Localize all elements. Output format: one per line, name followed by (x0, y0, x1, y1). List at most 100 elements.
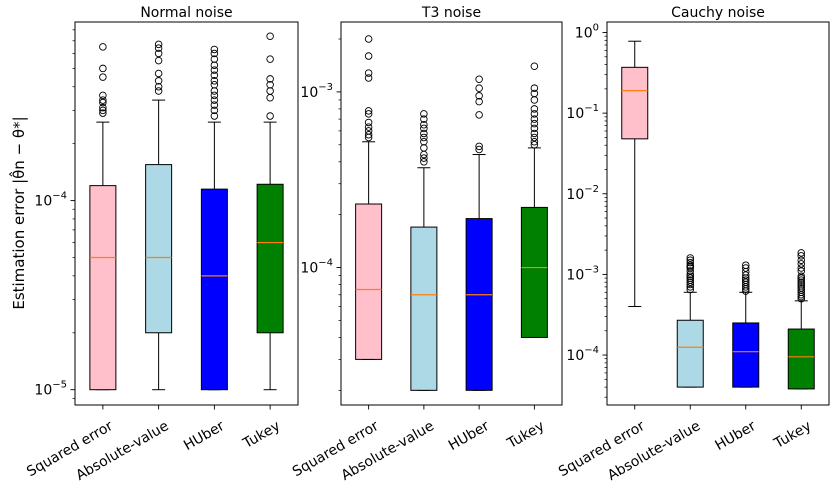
outlier-point (364, 110, 373, 118)
outlier-point (99, 64, 107, 73)
x-tick-label: Tukey (504, 418, 547, 452)
outlier-point (475, 142, 483, 151)
outlier-point (364, 118, 373, 127)
y-axis-label-text: Estimation error |θ̂n − θ*| (8, 116, 28, 309)
outlier-point (210, 96, 219, 104)
outlier-point (154, 40, 163, 49)
outlier-point (210, 106, 219, 115)
box-absolute-value (145, 40, 173, 391)
box-body (355, 203, 383, 360)
outlier-point (210, 101, 219, 109)
outlier-point (475, 92, 483, 100)
outlier-point (99, 91, 107, 100)
outlier-point (797, 260, 806, 268)
outlier-point (420, 115, 428, 123)
outlier-point (797, 272, 806, 280)
y-tick-label: 10−4 (566, 345, 599, 364)
y-tick-label: 10−2 (566, 184, 599, 203)
outlier-point (154, 56, 163, 65)
outlier-point (530, 129, 539, 138)
outlier-point (210, 80, 219, 89)
outlier-point (686, 254, 695, 262)
outlier-point (475, 75, 483, 84)
outlier-point (99, 106, 107, 115)
outlier-point (99, 73, 107, 81)
outlier-point (154, 87, 163, 95)
outlier-point (266, 87, 274, 95)
outlier-point (210, 77, 219, 85)
outlier-point (797, 276, 806, 284)
x-tick-label: HUber (713, 418, 759, 454)
box-body (410, 226, 438, 391)
outlier-point (530, 84, 539, 92)
outlier-point (797, 264, 806, 272)
y-tick-label: 10−4 (34, 191, 67, 210)
box-squared-error (621, 40, 649, 307)
outlier-point (364, 131, 373, 139)
outlier-point (420, 110, 428, 118)
outlier-point (210, 61, 219, 69)
outlier-point (364, 127, 373, 135)
outlier-point (797, 284, 806, 292)
x-tick-label: Absolute-value (73, 418, 171, 483)
outlier-point (266, 55, 274, 63)
outlier-point (530, 124, 539, 133)
outlier-point (154, 49, 163, 58)
y-axis-label: Estimation error |θ̂n − θ*| (8, 116, 28, 309)
box-huber (465, 75, 493, 391)
box-absolute-value (676, 254, 704, 388)
outlier-point (154, 69, 163, 78)
outlier-point (210, 45, 219, 54)
outlier-point (475, 97, 483, 106)
box-body (89, 185, 117, 391)
outlier-point (686, 258, 695, 267)
outlier-point (530, 133, 539, 142)
outlier-point (99, 96, 107, 104)
outlier-point (530, 141, 539, 149)
box-huber (732, 261, 760, 388)
x-tick-label: Absolute-value (605, 418, 703, 483)
outlier-point (797, 249, 806, 257)
box-squared-error (355, 35, 383, 360)
outlier-point (364, 123, 373, 131)
outlier-point (742, 261, 750, 269)
outlier-point (420, 158, 428, 166)
y-tick-label: 10−3 (300, 82, 333, 101)
outlier-point (154, 44, 163, 52)
outlier-point (475, 145, 483, 154)
box-tukey (256, 32, 284, 391)
box-body (256, 183, 284, 334)
outlier-point (530, 62, 539, 70)
outlier-point (364, 107, 373, 115)
box-body (676, 319, 704, 388)
outlier-point (154, 83, 163, 91)
outlier-point (742, 278, 750, 286)
y-tick-label: 10−1 (566, 103, 599, 122)
outlier-point (210, 49, 219, 58)
outlier-point (742, 276, 750, 284)
outlier-point (420, 138, 428, 146)
outlier-point (210, 55, 219, 63)
outlier-point (686, 267, 695, 275)
outlier-point (210, 66, 219, 74)
panel-title: Normal noise (140, 5, 232, 21)
outlier-point (420, 129, 428, 138)
box-body (732, 322, 760, 388)
y-tick-label: 10−5 (34, 380, 67, 399)
box-tukey (520, 62, 548, 338)
outlier-point (475, 111, 483, 119)
outlier-point (686, 261, 695, 269)
outlier-point (797, 267, 806, 275)
outlier-point (686, 278, 695, 286)
outlier-point (530, 115, 539, 123)
box-squared-error (89, 43, 117, 391)
outlier-point (530, 119, 539, 128)
outlier-point (420, 124, 428, 133)
outlier-point (266, 32, 274, 40)
x-tick-label: Tukey (240, 418, 283, 452)
